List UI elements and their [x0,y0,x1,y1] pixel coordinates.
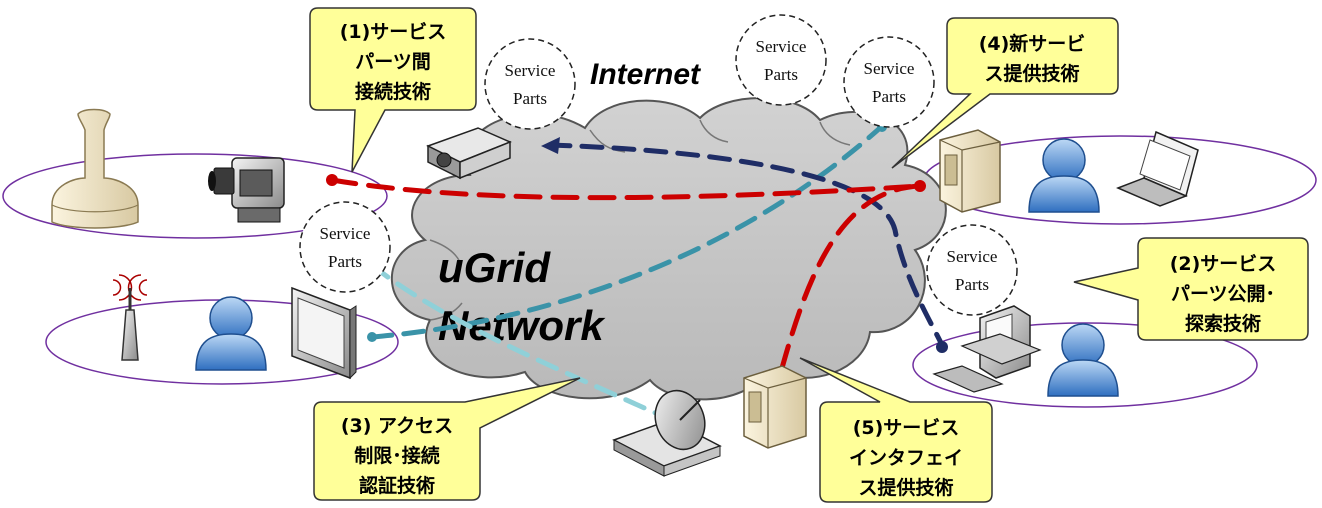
svg-text:(2)サービス: (2)サービス [1170,253,1277,275]
svg-text:Service: Service [864,59,915,78]
callout-1: (1)サービス パーツ間 接続技術 [309,7,477,173]
svg-text:制限･接続: 制限･接続 [354,444,440,467]
svg-text:Service: Service [505,61,556,80]
internet-label: Internet [590,58,702,91]
svg-text:認証技術: 認証技術 [359,474,435,497]
red-endpoint-left [326,174,338,186]
callout-2: (2)サービス パーツ公開･ 探索技術 [1073,237,1309,341]
svg-text:パーツ公開･: パーツ公開･ [1171,283,1275,305]
desktop-computer-icon [932,305,1042,393]
lan-ellipse-left-top [2,153,388,239]
callout-3: (3) アクセス 制限･接続 認証技術 [313,377,581,501]
service-parts-circle: Service Parts [926,224,1018,316]
svg-text:Parts: Parts [328,252,362,271]
navy-endpoint [936,341,948,353]
service-parts-circle: Service Parts [299,201,391,293]
svg-text:Parts: Parts [872,87,906,106]
svg-text:Service: Service [947,247,998,266]
service-parts-circle: Service Parts [735,14,827,106]
svg-text:Parts: Parts [513,89,547,108]
navy-arrowhead [541,137,560,154]
svg-text:(5)サービス: (5)サービス [853,417,960,439]
svg-text:ス提供技術: ス提供技術 [858,476,953,499]
teal-endpoint-left [367,332,377,342]
ugrid-label: uGrid [438,244,551,291]
satellite-dish-icon [612,389,722,477]
user-icon [1028,138,1100,213]
svg-text:Service: Service [756,37,807,56]
projector-icon [426,127,512,180]
red-endpoint-right [914,180,926,192]
red-connection-line-horizontal [329,177,923,201]
red-connection-line-vertical [769,183,923,408]
svg-text:(3) アクセス: (3) アクセス [341,415,453,437]
laptop-icon [1116,130,1199,207]
user-icon [1047,323,1119,397]
camcorder-icon [208,157,285,223]
user-icon [195,296,267,371]
svg-text:ス提供技術: ス提供技術 [984,62,1079,85]
svg-text:Service: Service [320,224,371,243]
teal-connection-line [369,125,883,340]
light-teal-connection-line [369,262,663,418]
svg-text:(4)新サービ: (4)新サービ [979,32,1086,55]
svg-text:Parts: Parts [955,275,989,294]
server-icon [743,365,807,449]
svg-text:接続技術: 接続技術 [355,80,431,103]
service-parts-circle: Service Parts [484,38,576,130]
svg-text:インタフェイ: インタフェイ [849,447,963,469]
antenna-icon [112,274,148,361]
tower-icon [51,108,139,229]
svg-text:Parts: Parts [764,65,798,84]
navy-connection-line [547,142,945,348]
svg-text:(1)サービス: (1)サービス [340,21,447,43]
svg-text:探索技術: 探索技術 [1185,312,1261,335]
svg-text:パーツ間: パーツ間 [355,51,431,73]
lan-ellipse-right-bottom [912,322,1258,408]
server-icon [939,129,1001,213]
callout-5: (5)サービス インタフェイ ス提供技術 [799,357,993,503]
monitor-icon [291,286,357,380]
service-parts-circle: Service Parts [843,36,935,128]
callout-4: (4)新サービ ス提供技術 [891,17,1119,169]
